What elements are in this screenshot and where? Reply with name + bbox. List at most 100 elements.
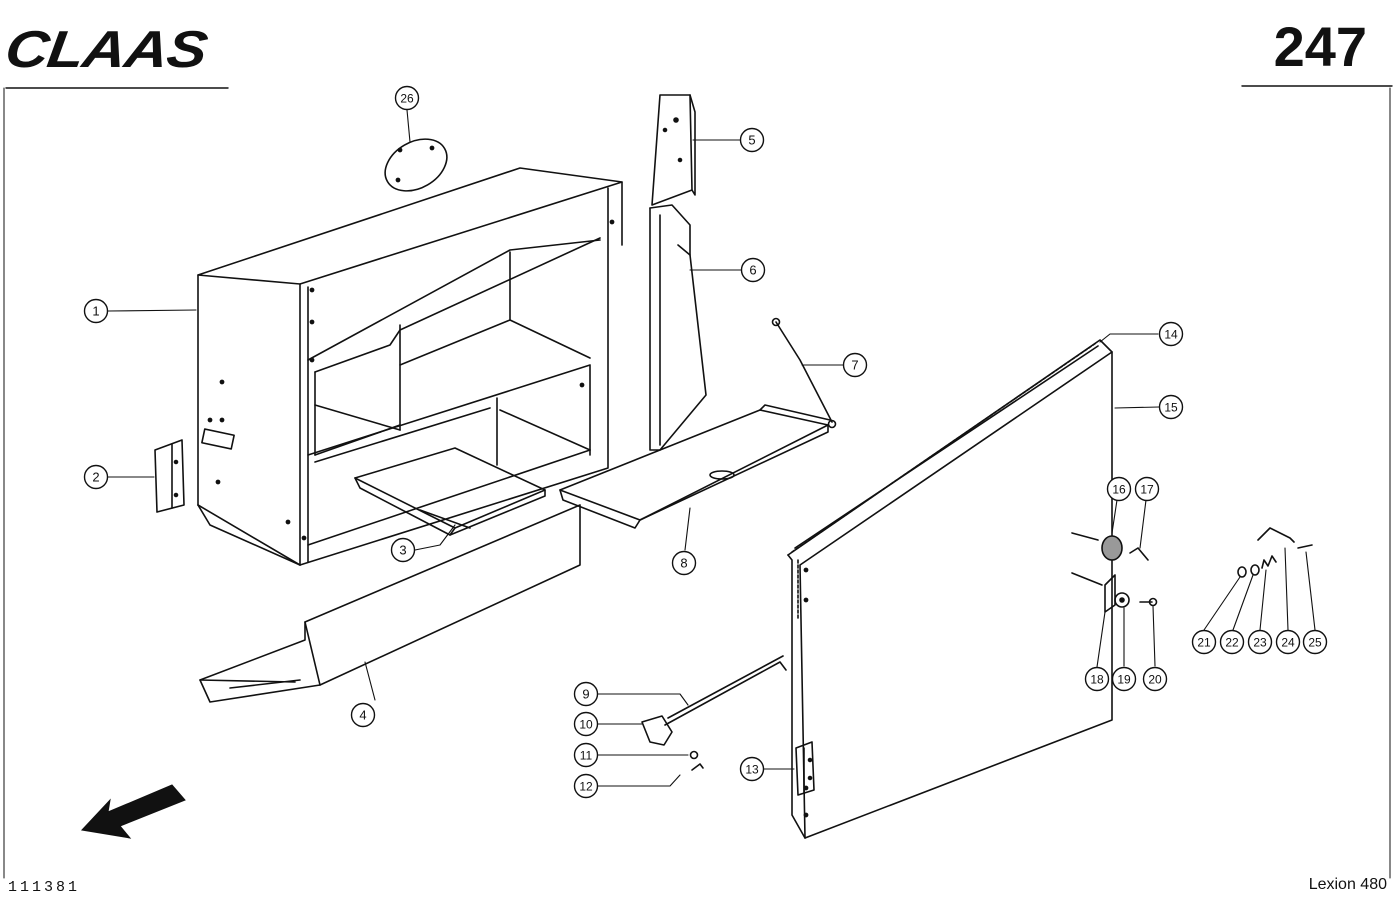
- callout-14: 14: [1158, 321, 1184, 347]
- callout-label: 13: [745, 763, 759, 777]
- callout-circle: [1111, 666, 1137, 692]
- callout-18: 18: [1084, 666, 1110, 692]
- callout-circle: [1302, 629, 1328, 655]
- callout-15: 15: [1158, 394, 1184, 420]
- part-14-seal-strip: [791, 342, 1097, 621]
- callout-circle: [573, 711, 599, 737]
- part-2-bracket: [154, 439, 185, 513]
- callout-26: 26: [394, 85, 420, 111]
- callout-circle: [1084, 666, 1110, 692]
- part-16-grommet: [1071, 532, 1123, 561]
- callout-label: 25: [1308, 636, 1322, 650]
- callout-circle: [394, 85, 420, 111]
- callout-label: 3: [399, 543, 406, 558]
- callout-circle: [1106, 476, 1132, 502]
- callout-13: 13: [739, 756, 765, 782]
- callout-label: 14: [1164, 328, 1178, 342]
- callout-17: 17: [1134, 476, 1160, 502]
- callout-11: 11: [573, 742, 599, 768]
- callout-label: 10: [579, 718, 593, 732]
- callout-circle: [83, 298, 109, 324]
- callout-label: 26: [400, 92, 414, 106]
- callout-label: 20: [1148, 673, 1162, 687]
- part-24-lever: [1257, 527, 1295, 543]
- callout-25: 25: [1302, 629, 1328, 655]
- part-17-clip: [1129, 547, 1149, 561]
- callout-label: 21: [1197, 636, 1211, 650]
- callout-label: 17: [1140, 483, 1154, 497]
- callout-circle: [350, 702, 376, 728]
- callout-circle: [573, 681, 599, 707]
- part-9-rod: [664, 655, 787, 726]
- part-22-nut: [1250, 564, 1260, 576]
- callout-8: 8: [671, 550, 697, 576]
- callout-2: 2: [83, 464, 109, 490]
- callout-3: 3: [390, 537, 416, 563]
- callout-23: 23: [1247, 629, 1273, 655]
- part-3-tray: [354, 447, 546, 536]
- direction-arrow-icon: [80, 784, 186, 839]
- part-8-shelf: [559, 404, 831, 529]
- callout-circle: [1158, 394, 1184, 420]
- callout-label: 15: [1164, 401, 1178, 415]
- callout-9: 9: [573, 681, 599, 707]
- callout-5: 5: [739, 127, 765, 153]
- callout-label: 12: [579, 780, 593, 794]
- part-5-upper-plate: [651, 94, 696, 206]
- callout-20: 20: [1142, 666, 1168, 692]
- part-7-rod: [771, 317, 837, 429]
- callout-4: 4: [350, 702, 376, 728]
- callout-circle: [1142, 666, 1168, 692]
- model-name: Lexion 480: [1308, 876, 1387, 893]
- part-20-bolt: [1139, 597, 1158, 607]
- part-6-side-panel: [649, 204, 707, 451]
- part-26-round-cover: [384, 138, 448, 192]
- callout-19: 19: [1111, 666, 1137, 692]
- callout-circle: [1275, 629, 1301, 655]
- callout-label: 8: [680, 556, 687, 571]
- callout-label: 19: [1117, 673, 1131, 687]
- callout-label: 11: [580, 749, 593, 763]
- callout-label: 22: [1225, 636, 1239, 650]
- callout-circle: [739, 127, 765, 153]
- callout-22: 22: [1219, 629, 1245, 655]
- part-12-split-pin: [691, 763, 704, 771]
- drawing-code: 111381: [8, 879, 81, 896]
- callout-circle: [671, 550, 697, 576]
- callout-label: 9: [582, 687, 589, 702]
- part-25-pin: [1297, 544, 1313, 549]
- callout-circle: [573, 742, 599, 768]
- part-15-door: [787, 339, 1113, 839]
- callout-circle: [842, 352, 868, 378]
- callout-24: 24: [1275, 629, 1301, 655]
- part-11-washer: [689, 750, 699, 760]
- callout-circle: [1247, 629, 1273, 655]
- callout-12: 12: [573, 773, 599, 799]
- callout-circle: [740, 257, 766, 283]
- page-number: 247: [1273, 15, 1367, 78]
- callout-circle: [390, 537, 416, 563]
- callout-label: 6: [749, 263, 756, 278]
- callout-label: 16: [1112, 483, 1126, 497]
- callout-21: 21: [1191, 629, 1217, 655]
- part-21-washer: [1237, 566, 1247, 578]
- callout-label: 18: [1090, 673, 1104, 687]
- part-19-latch-knob: [1114, 592, 1130, 608]
- part-10-bracket: [641, 715, 673, 746]
- callout-label: 4: [359, 708, 366, 723]
- part-18-latch-plate: [1071, 572, 1116, 613]
- callout-label: 24: [1281, 636, 1295, 650]
- callout-6: 6: [740, 257, 766, 283]
- callout-circle: [1219, 629, 1245, 655]
- callout-7: 7: [842, 352, 868, 378]
- callout-circle: [83, 464, 109, 490]
- callout-circle: [1191, 629, 1217, 655]
- callout-1: 1: [83, 298, 109, 324]
- part-23-spring: [1261, 555, 1277, 569]
- callout-label: 5: [748, 133, 755, 148]
- callout-label: 1: [92, 304, 99, 319]
- part-13-hinge: [795, 741, 815, 796]
